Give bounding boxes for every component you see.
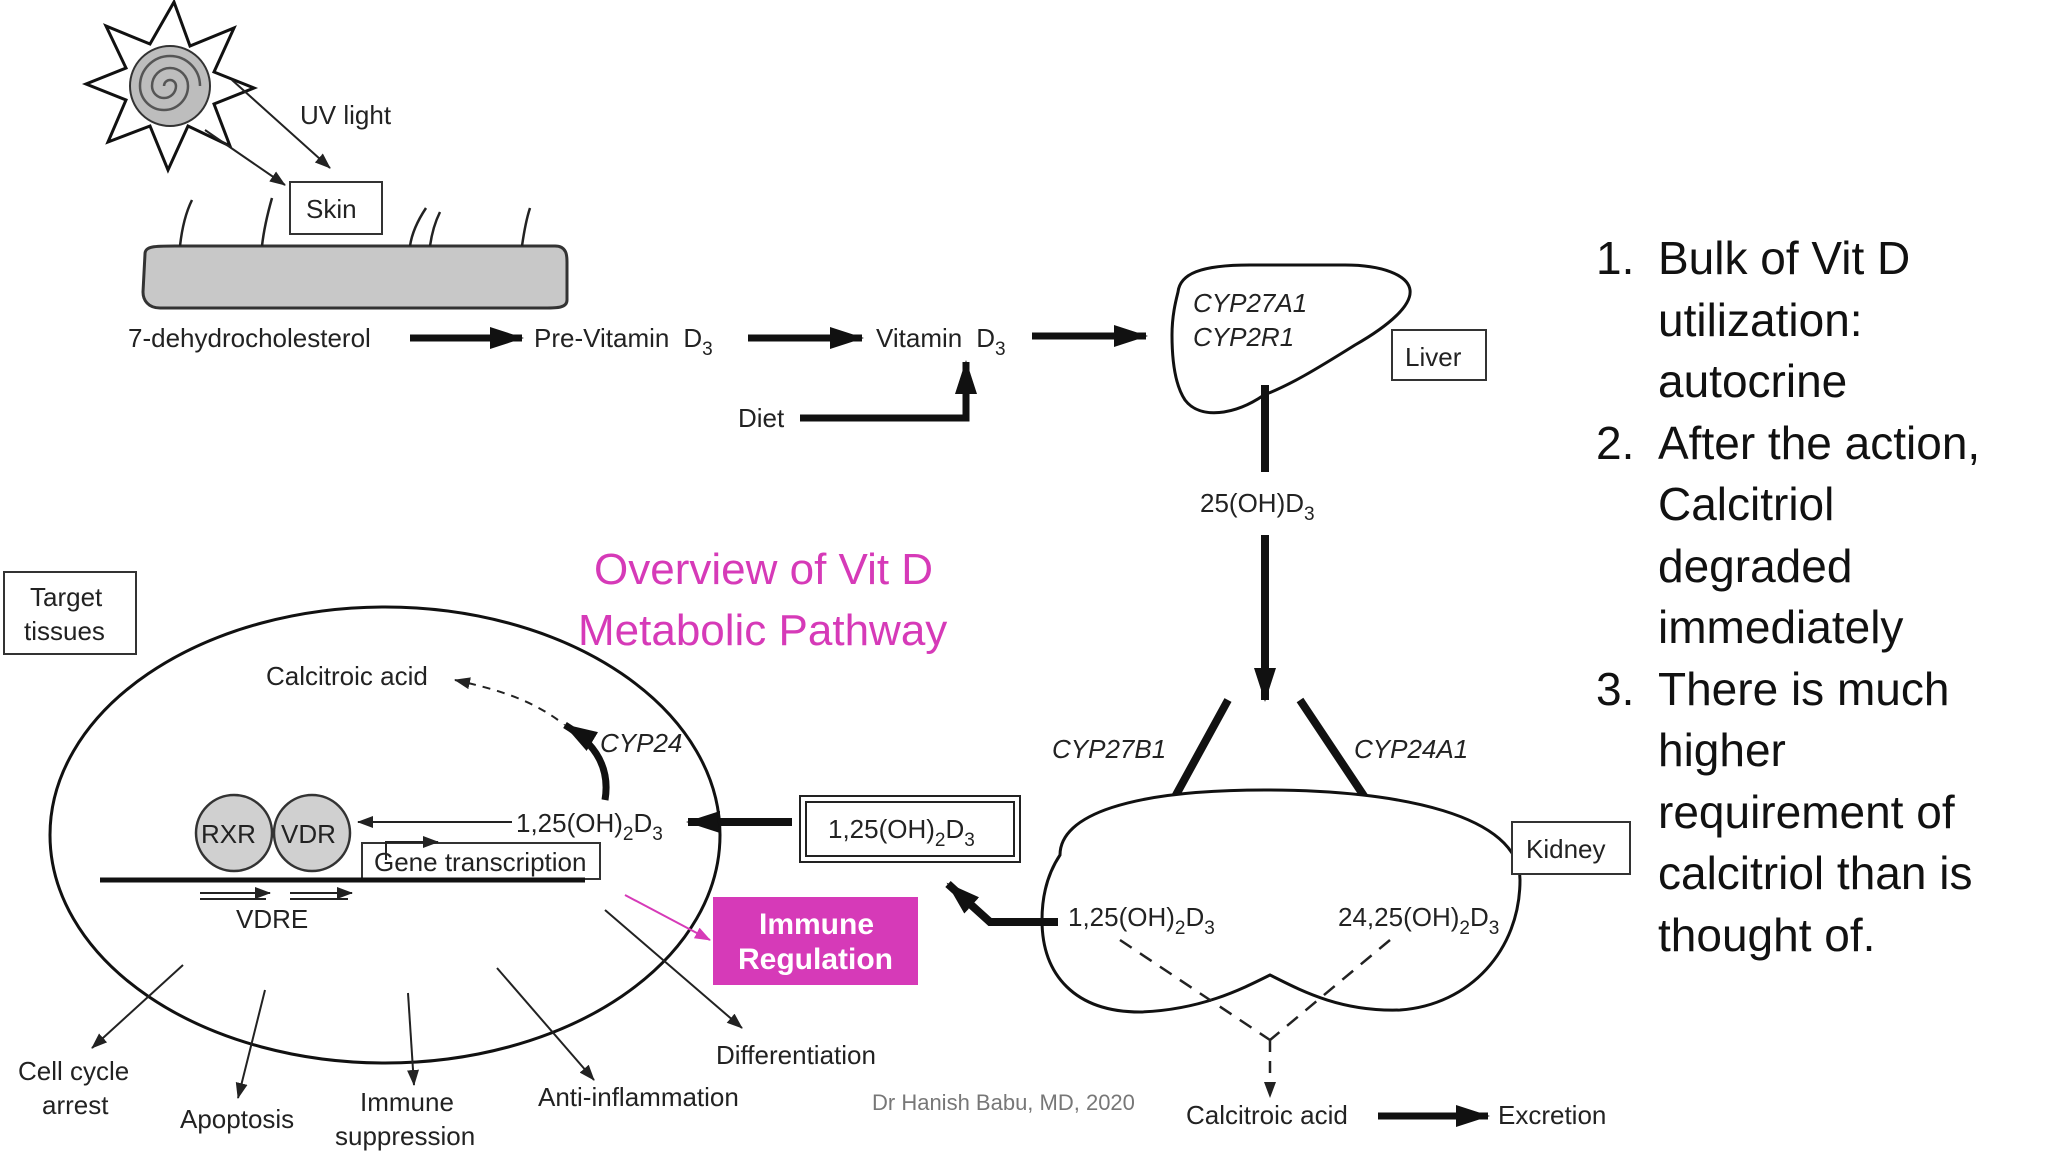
note-number: 2. (1596, 416, 1635, 469)
calcitroic-acid-label: Calcitroic acid (266, 661, 428, 691)
vdr-label: VDR (281, 819, 336, 849)
note-item: 2. After the action, Calcitriol degraded imm… (1596, 413, 2036, 659)
note-line: There is much (1658, 662, 1950, 715)
skin-layer (141, 197, 569, 310)
uv-light-label: UV light (300, 100, 392, 130)
calcitroic-acid-bottom-label: Calcitroic acid (1186, 1100, 1348, 1130)
arrow-differentiation (604, 909, 743, 1029)
note-line: Calcitriol (1658, 478, 1835, 530)
liver-label: Liver (1405, 342, 1462, 372)
kidney-shape (1040, 788, 1522, 1014)
transcription-start-arrow (385, 836, 439, 860)
25oh-d3-label: 25(OH)D3 (1200, 488, 1315, 525)
note-line: calcitriol than is (1658, 847, 1973, 899)
immune-regulation-label-2: Regulation (738, 943, 893, 976)
diet-label: Diet (738, 403, 785, 433)
target-cell (48, 605, 722, 1065)
dashed-line-right (1269, 939, 1391, 1041)
liver-shape (1170, 263, 1412, 415)
target-tissues-box (3, 571, 137, 655)
arrow-apoptosis (235, 989, 266, 1099)
note-number: 3. (1596, 662, 1635, 715)
differentiation-label: Differentiation (716, 1040, 876, 1070)
note-line: Bulk of Vit D (1658, 232, 1911, 284)
cyp2r1-label: CYP2R1 (1193, 322, 1294, 352)
serum-calcitriol-label: 1,25(OH)2D3 (828, 814, 975, 851)
dashed-line-left (1119, 938, 1271, 1042)
note-line: utilization: (1658, 293, 1863, 346)
arrow-anti-inflammation (496, 967, 595, 1081)
uv-arrow-1 (204, 129, 286, 186)
note-item: 3. There is much higher requirement of calci… (1596, 659, 2036, 967)
kidney-2425-label: 24,25(OH)2D3 (1338, 902, 1499, 939)
kidney-calcitriol-label: 1,25(OH)2D3 (1068, 902, 1215, 939)
note-line: autocrine (1658, 355, 1848, 407)
cyp24a1-label: CYP24A1 (1354, 734, 1468, 764)
cyp27a1-label: CYP27A1 (1193, 288, 1307, 318)
excretion-label: Excretion (1498, 1100, 1606, 1130)
diet-arrow (800, 360, 977, 422)
note-item: 1. Bulk of Vit D utilization: autocrine (1596, 228, 2036, 413)
note-line: After the action, (1658, 416, 1981, 469)
arrow-cell-cycle (91, 964, 184, 1049)
immune-regulation-pointer (624, 894, 711, 941)
skin-box (289, 181, 383, 235)
target-tissues-label-2: tissues (24, 616, 105, 646)
cell-cycle-label-2: arrest (42, 1090, 109, 1120)
note-line: thought of. (1658, 908, 1876, 961)
diagram-title-line1: Overview of Vit D (594, 545, 933, 594)
apoptosis-label: Apoptosis (180, 1104, 294, 1134)
cyp24-curved-arrow (563, 722, 610, 801)
kidney-label: Kidney (1526, 834, 1606, 864)
sun-icon (81, 0, 259, 174)
calcitroic-dashed-arrow (454, 677, 559, 721)
cyp24-label: CYP24 (600, 728, 682, 758)
cell-cycle-label-1: Cell cycle (18, 1056, 129, 1086)
arrow-immune-suppression (407, 992, 420, 1086)
vdr-circle (272, 793, 352, 873)
note-line: higher (1658, 724, 1786, 776)
7-dehydrocholesterol-label: 7-dehydrocholesterol (128, 323, 371, 353)
liver-box (1391, 329, 1487, 381)
note-line: immediately (1658, 601, 1904, 653)
diagram-title-line2: Metabolic Pathway (578, 606, 947, 655)
author-credit: Dr Hanish Babu, MD, 2020 (872, 1090, 1135, 1115)
immune-suppression-label-2: suppression (335, 1121, 475, 1151)
notes-list: 1. Bulk of Vit D utilization: autocrine 2. Af… (1596, 228, 2036, 966)
gene-transcription-label: Gene transcription (374, 847, 586, 877)
rxr-circle (194, 793, 274, 873)
serum-calcitriol-box-inner (805, 801, 1015, 857)
kidney-to-serum-arrow (945, 881, 1058, 926)
immune-regulation-box (713, 897, 918, 985)
immune-suppression-label-1: Immune (360, 1087, 454, 1117)
note-line: degraded (1658, 539, 1853, 592)
immune-regulation-label-1: Immune (759, 908, 874, 941)
gene-transcription-box (361, 842, 601, 880)
cyp27b1-label: CYP27B1 (1052, 734, 1166, 764)
vdre-label: VDRE (236, 904, 308, 934)
uv-arrow-2 (231, 79, 331, 169)
rxr-label: RXR (201, 819, 256, 849)
target-tissues-label-1: Target (30, 582, 103, 612)
skin-label: Skin (306, 194, 357, 224)
cell-calcitriol-label: 1,25(OH)2D3 (516, 808, 663, 845)
note-number: 1. (1596, 232, 1635, 284)
kidney-box (1511, 821, 1631, 875)
note-line: requirement of (1658, 785, 1955, 838)
anti-inflammation-label: Anti-inflammation (538, 1082, 739, 1112)
